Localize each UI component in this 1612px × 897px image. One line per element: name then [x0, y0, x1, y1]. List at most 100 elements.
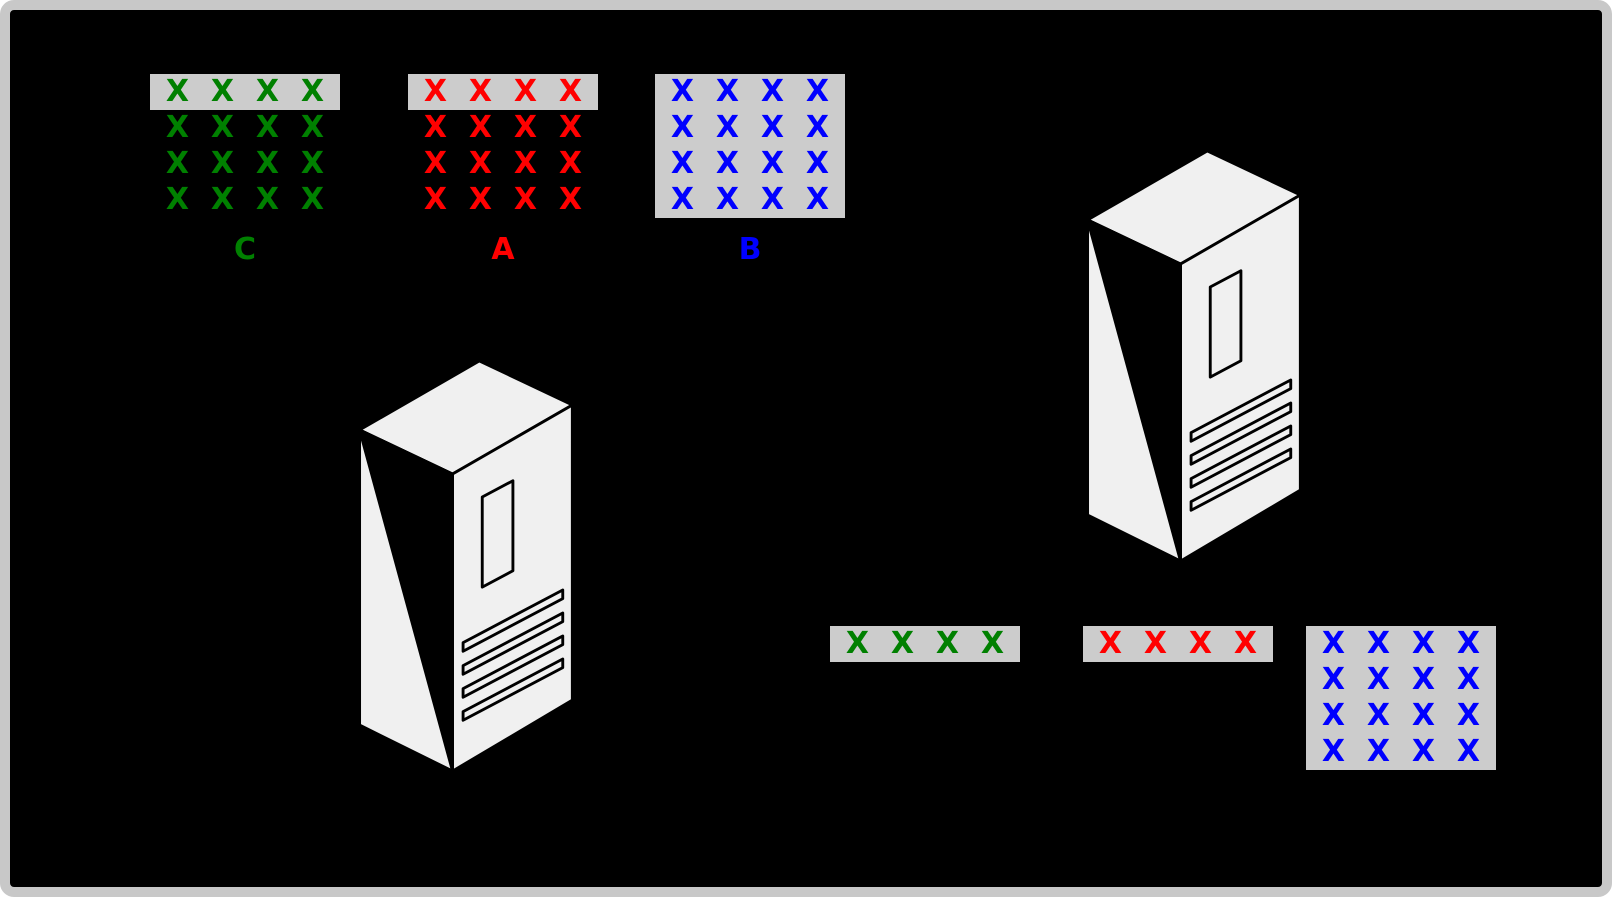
x-mark: X [558, 182, 583, 217]
x-mark: X [1456, 734, 1481, 769]
x-mark: X [300, 110, 325, 145]
x-mark: X [890, 626, 915, 661]
x-mark: X [300, 182, 325, 217]
x-mark: X [670, 182, 695, 217]
x-mark: X [423, 146, 448, 181]
x-mark: X [1098, 626, 1123, 661]
x-mark: X [1456, 626, 1481, 661]
table-b-label: B [738, 232, 762, 267]
x-mark: X [165, 182, 190, 217]
server-tower-left-icon [358, 359, 574, 773]
x-mark: X [1366, 734, 1391, 769]
x-mark: X [715, 74, 740, 109]
x-mark: X [1321, 698, 1346, 733]
x-mark: X [255, 74, 280, 109]
x-mark: X [513, 182, 538, 217]
x-mark: X [1233, 626, 1258, 661]
x-mark: X [1321, 662, 1346, 697]
x-mark: X [558, 146, 583, 181]
x-mark: X [210, 146, 235, 181]
x-mark: X [760, 110, 785, 145]
x-mark: X [1411, 734, 1436, 769]
x-mark: X [513, 110, 538, 145]
x-mark: X [1188, 626, 1213, 661]
x-mark: X [805, 110, 830, 145]
x-mark: X [935, 626, 960, 661]
x-mark: X [165, 74, 190, 109]
x-mark: X [210, 110, 235, 145]
x-mark: X [670, 110, 695, 145]
x-mark: X [1321, 626, 1346, 661]
x-mark: X [210, 74, 235, 109]
x-mark: X [1366, 626, 1391, 661]
x-mark: X [715, 182, 740, 217]
x-mark: X [468, 182, 493, 217]
x-mark: X [1411, 626, 1436, 661]
x-mark: X [513, 146, 538, 181]
x-mark: X [715, 110, 740, 145]
x-mark: X [670, 74, 695, 109]
server-tower-right-icon [1086, 149, 1302, 563]
x-mark: X [715, 146, 740, 181]
x-mark: X [165, 146, 190, 181]
x-mark: X [805, 182, 830, 217]
x-mark: X [423, 74, 448, 109]
x-mark: X [805, 146, 830, 181]
table-c-label: C [233, 232, 257, 267]
x-mark: X [300, 74, 325, 109]
x-mark: X [1411, 698, 1436, 733]
x-mark: X [760, 182, 785, 217]
x-mark: X [558, 74, 583, 109]
x-mark: X [255, 146, 280, 181]
x-mark: X [300, 146, 325, 181]
server-tower-shape [358, 359, 574, 773]
x-mark: X [1321, 734, 1346, 769]
x-mark: X [513, 74, 538, 109]
x-mark: X [760, 146, 785, 181]
x-mark: X [423, 182, 448, 217]
x-mark: X [845, 626, 870, 661]
x-mark: X [1456, 662, 1481, 697]
x-mark: X [805, 74, 830, 109]
x-mark: X [423, 110, 448, 145]
x-mark: X [558, 110, 583, 145]
x-mark: X [165, 110, 190, 145]
x-mark: X [255, 110, 280, 145]
x-mark: X [1366, 662, 1391, 697]
x-mark: X [1411, 662, 1436, 697]
x-mark: X [1366, 698, 1391, 733]
table-a-label: A [491, 232, 515, 267]
x-mark: X [468, 74, 493, 109]
x-mark: X [255, 182, 280, 217]
x-mark: X [468, 146, 493, 181]
